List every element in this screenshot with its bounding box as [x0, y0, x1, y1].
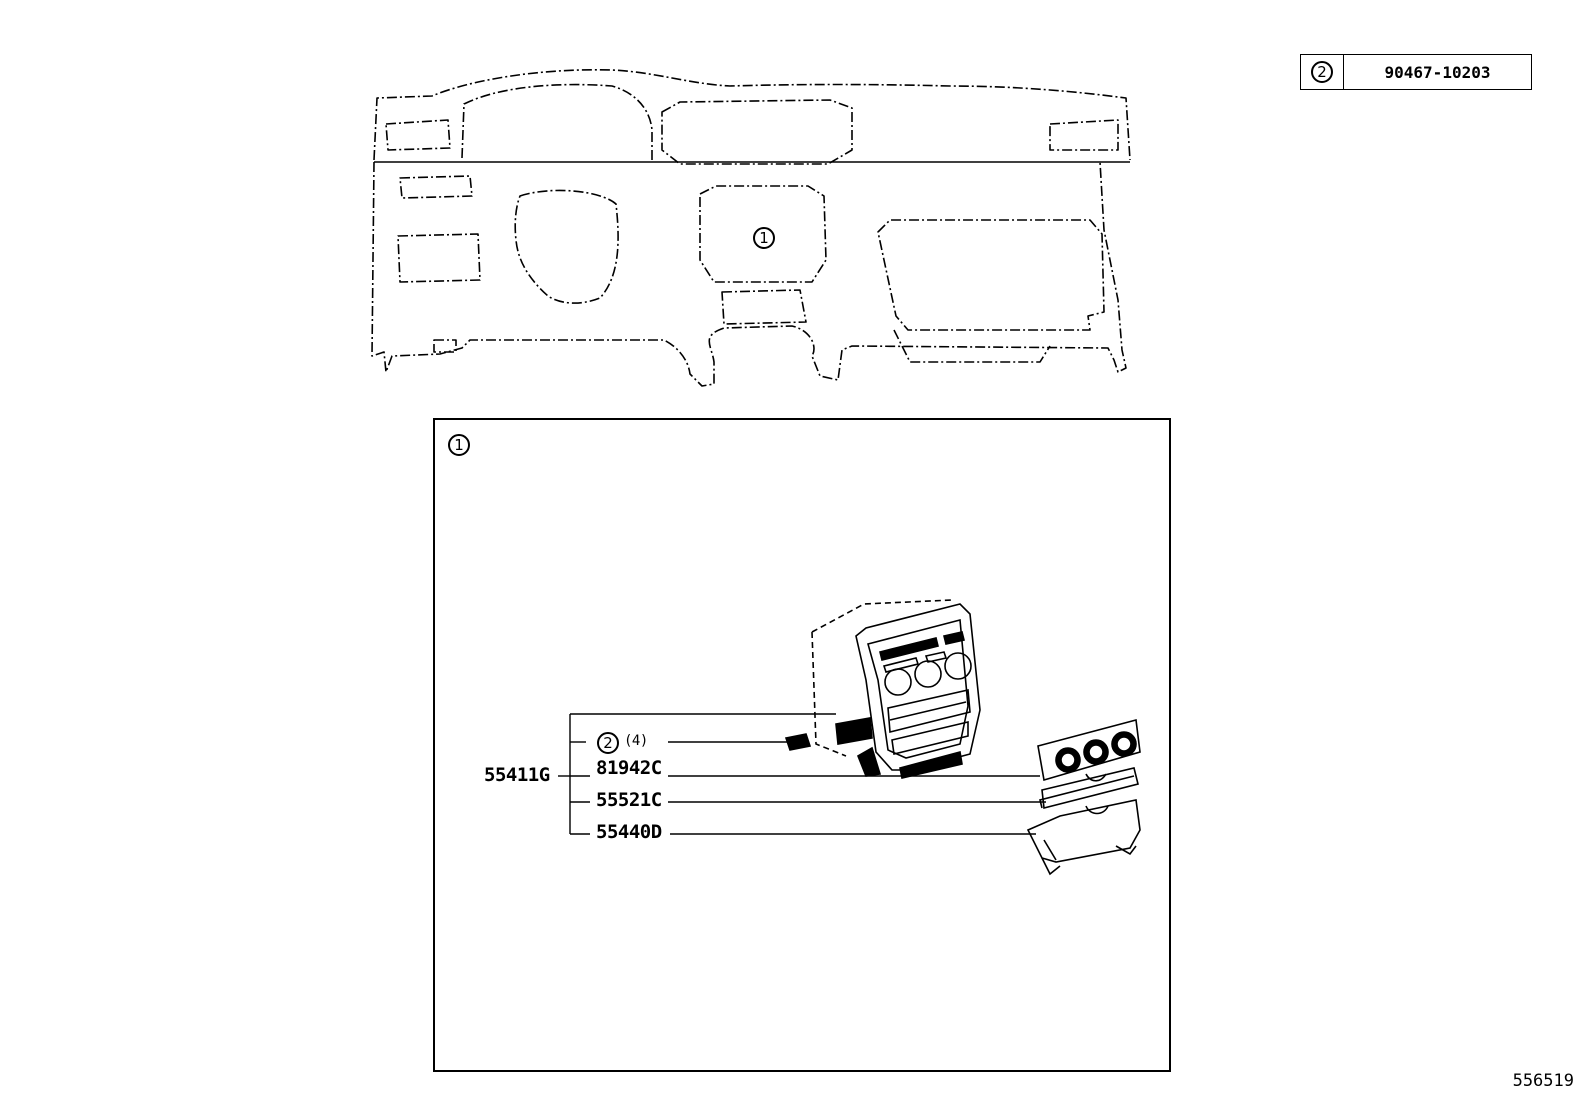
label-part-55440d: 55440D — [596, 821, 662, 843]
label-assembly: 55411G — [484, 764, 550, 786]
figure-id: 556519 — [1512, 1071, 1574, 1091]
clip-callout-2: 2 — [597, 732, 619, 754]
leader-lines — [558, 713, 1046, 835]
clip-quantity: (4) — [624, 733, 648, 749]
callout-2-legend: 2 — [1311, 61, 1333, 83]
center-cluster-panel — [784, 599, 981, 779]
dashboard-callout-1: 1 — [753, 227, 775, 249]
lower-pocket-box — [1026, 799, 1141, 876]
detail-frame — [433, 418, 1171, 1072]
legend-part-number: 90467-10203 — [1384, 62, 1491, 82]
dashboard-outline — [371, 68, 1131, 387]
heater-control-bezel — [1037, 718, 1141, 782]
part-legend-table: 2 90467-10203 — [1300, 54, 1532, 90]
detail-callout-1: 1 — [448, 434, 470, 456]
legend-symbol-cell: 2 — [1301, 55, 1344, 89]
label-part-81942c: 81942C — [596, 757, 662, 779]
label-part-55521c: 55521C — [596, 789, 662, 811]
